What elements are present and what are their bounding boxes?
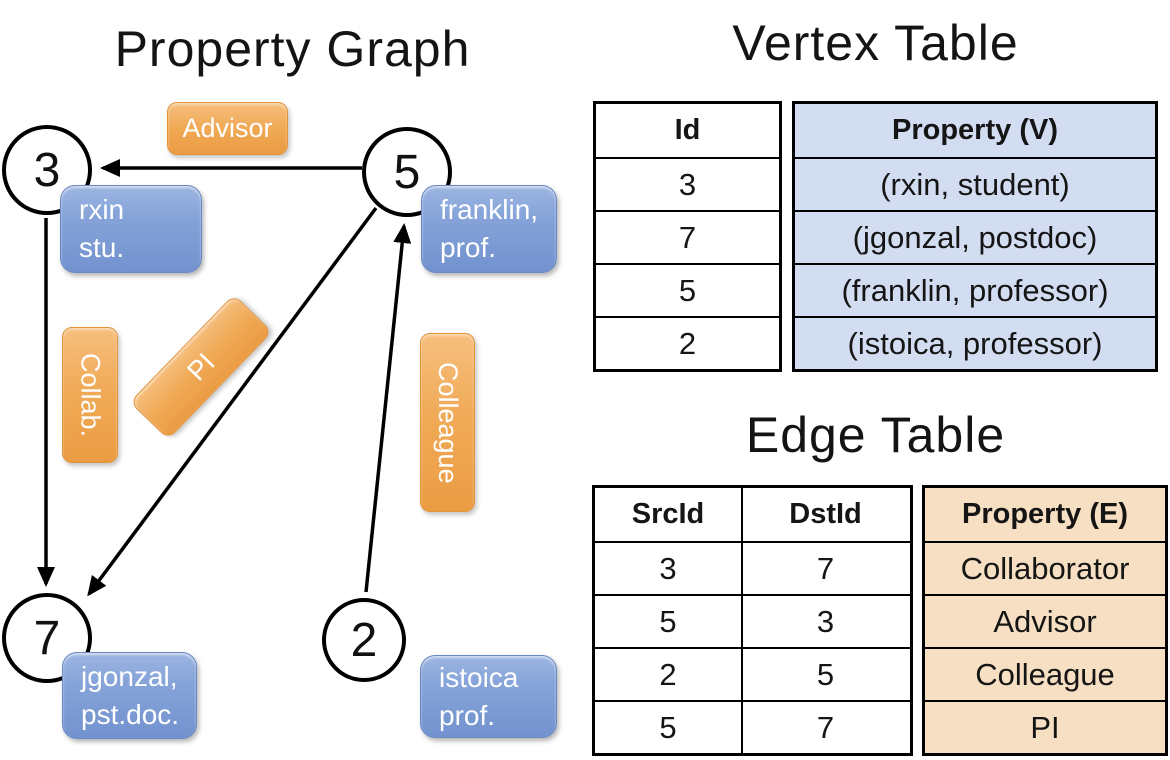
edge-table: SrcId DstId 3 7 5 3 2 5 5 7 Propert xyxy=(592,485,1168,756)
edge-arrow-2-to-5-colleague xyxy=(364,223,412,593)
node-3-id: 3 xyxy=(33,143,61,197)
table-row: 5 7 xyxy=(595,700,910,753)
vertex-property-cell: (jgonzal, postdoc) xyxy=(852,219,1098,255)
edge-property-cell: PI xyxy=(1030,709,1060,745)
vertex-box-line: prof. xyxy=(440,232,497,263)
edge-dst-cell: 5 xyxy=(741,649,908,700)
vertex-box-line: stu. xyxy=(79,232,125,263)
vertex-property-box-rxin: rxin stu. xyxy=(60,185,202,273)
vertex-id-cell: 3 xyxy=(678,166,697,202)
table-row: (istoica, professor) xyxy=(795,316,1155,369)
edge-dst-cell: 3 xyxy=(741,596,908,647)
table-row: Colleague xyxy=(925,647,1165,700)
table-header-row: Property (E) xyxy=(925,488,1165,541)
vertex-id-header: Id xyxy=(674,114,701,146)
vertex-property-box-franklin: franklin, prof. xyxy=(421,185,557,273)
vertex-property-cell: (franklin, professor) xyxy=(841,272,1109,308)
edge-property-header: Property (E) xyxy=(962,498,1128,530)
vertex-property-header: Property (V) xyxy=(892,114,1058,146)
edge-src-cell: 5 xyxy=(659,603,677,639)
vertex-property-box-jgonzal: jgonzal, pst.doc. xyxy=(62,652,197,739)
table-row: PI xyxy=(925,700,1165,753)
edge-property-cell: Advisor xyxy=(993,603,1097,639)
edge-table-id-box: SrcId DstId 3 7 5 3 2 5 5 7 xyxy=(592,485,913,756)
table-row: 5 3 xyxy=(595,594,910,647)
table-row: (franklin, professor) xyxy=(795,263,1155,316)
vertex-property-cell: (rxin, student) xyxy=(880,166,1070,202)
table-row: 2 5 xyxy=(595,647,910,700)
table-row: (jgonzal, postdoc) xyxy=(795,210,1155,263)
graph-node-5: 5 xyxy=(362,127,452,217)
node-2-id: 2 xyxy=(350,613,378,667)
edge-src-cell: 2 xyxy=(659,656,677,692)
edge-src-header: SrcId xyxy=(631,498,705,530)
graph-edges-canvas xyxy=(37,159,412,597)
graph-node-2: 2 xyxy=(322,598,406,682)
table-row: (rxin, student) xyxy=(795,157,1155,210)
table-header-row: SrcId DstId xyxy=(595,488,910,541)
vertex-table-property-box: Property (V) (rxin, student) (jgonzal, p… xyxy=(792,101,1158,372)
vertex-property-box-istoica: istoica prof. xyxy=(420,655,557,738)
edge-src-cell: 3 xyxy=(659,550,677,586)
property-graph-title: Property Graph xyxy=(114,21,471,77)
edge-label-collab: Collab. xyxy=(62,327,118,463)
vertex-box-line: prof. xyxy=(439,699,496,731)
vertex-box-line: jgonzal, xyxy=(81,660,178,692)
table-row: 2 xyxy=(596,316,779,369)
vertex-id-cell: 7 xyxy=(678,219,697,255)
edge-arrow-5-to-7-pi xyxy=(87,206,378,597)
vertex-id-cell: 2 xyxy=(678,325,697,361)
edge-dst-cell: 7 xyxy=(741,543,908,594)
edge-src-cell: 5 xyxy=(659,709,677,745)
edge-property-cell: Collaborator xyxy=(960,550,1130,586)
edge-dst-cell: 7 xyxy=(741,702,908,753)
node-5-id: 5 xyxy=(393,145,421,199)
vertex-box-line: franklin, xyxy=(440,194,539,225)
table-row: 3 xyxy=(596,157,779,210)
vertex-id-cell: 5 xyxy=(678,272,697,308)
vertex-table-id-box: Id 3 7 5 2 xyxy=(593,101,782,372)
vertex-box-line: rxin xyxy=(79,194,125,225)
table-header-row: Property (V) xyxy=(795,104,1155,157)
node-7-id: 7 xyxy=(33,611,61,665)
vertex-table: Id 3 7 5 2 Property (V) (rxin, student) xyxy=(593,101,1158,372)
table-header-row: Id xyxy=(596,104,779,157)
table-row: Collaborator xyxy=(925,541,1165,594)
table-row: 3 7 xyxy=(595,541,910,594)
table-row: Advisor xyxy=(925,594,1165,647)
edge-label-colleague: Colleague xyxy=(420,333,475,512)
edge-label-advisor: Advisor xyxy=(167,102,288,155)
edge-table-title: Edge Table xyxy=(745,407,1006,463)
table-row: 7 xyxy=(596,210,779,263)
edge-table-property-box: Property (E) Collaborator Advisor Collea… xyxy=(922,485,1168,756)
table-row: 5 xyxy=(596,263,779,316)
vertex-property-cell: (istoica, professor) xyxy=(847,325,1103,361)
vertex-table-title: Vertex Table xyxy=(732,15,1019,71)
vertex-box-line: pst.doc. xyxy=(81,698,180,730)
vertex-box-line: istoica xyxy=(439,661,519,693)
edge-property-cell: Colleague xyxy=(975,656,1115,692)
edge-dst-header: DstId xyxy=(741,488,908,541)
